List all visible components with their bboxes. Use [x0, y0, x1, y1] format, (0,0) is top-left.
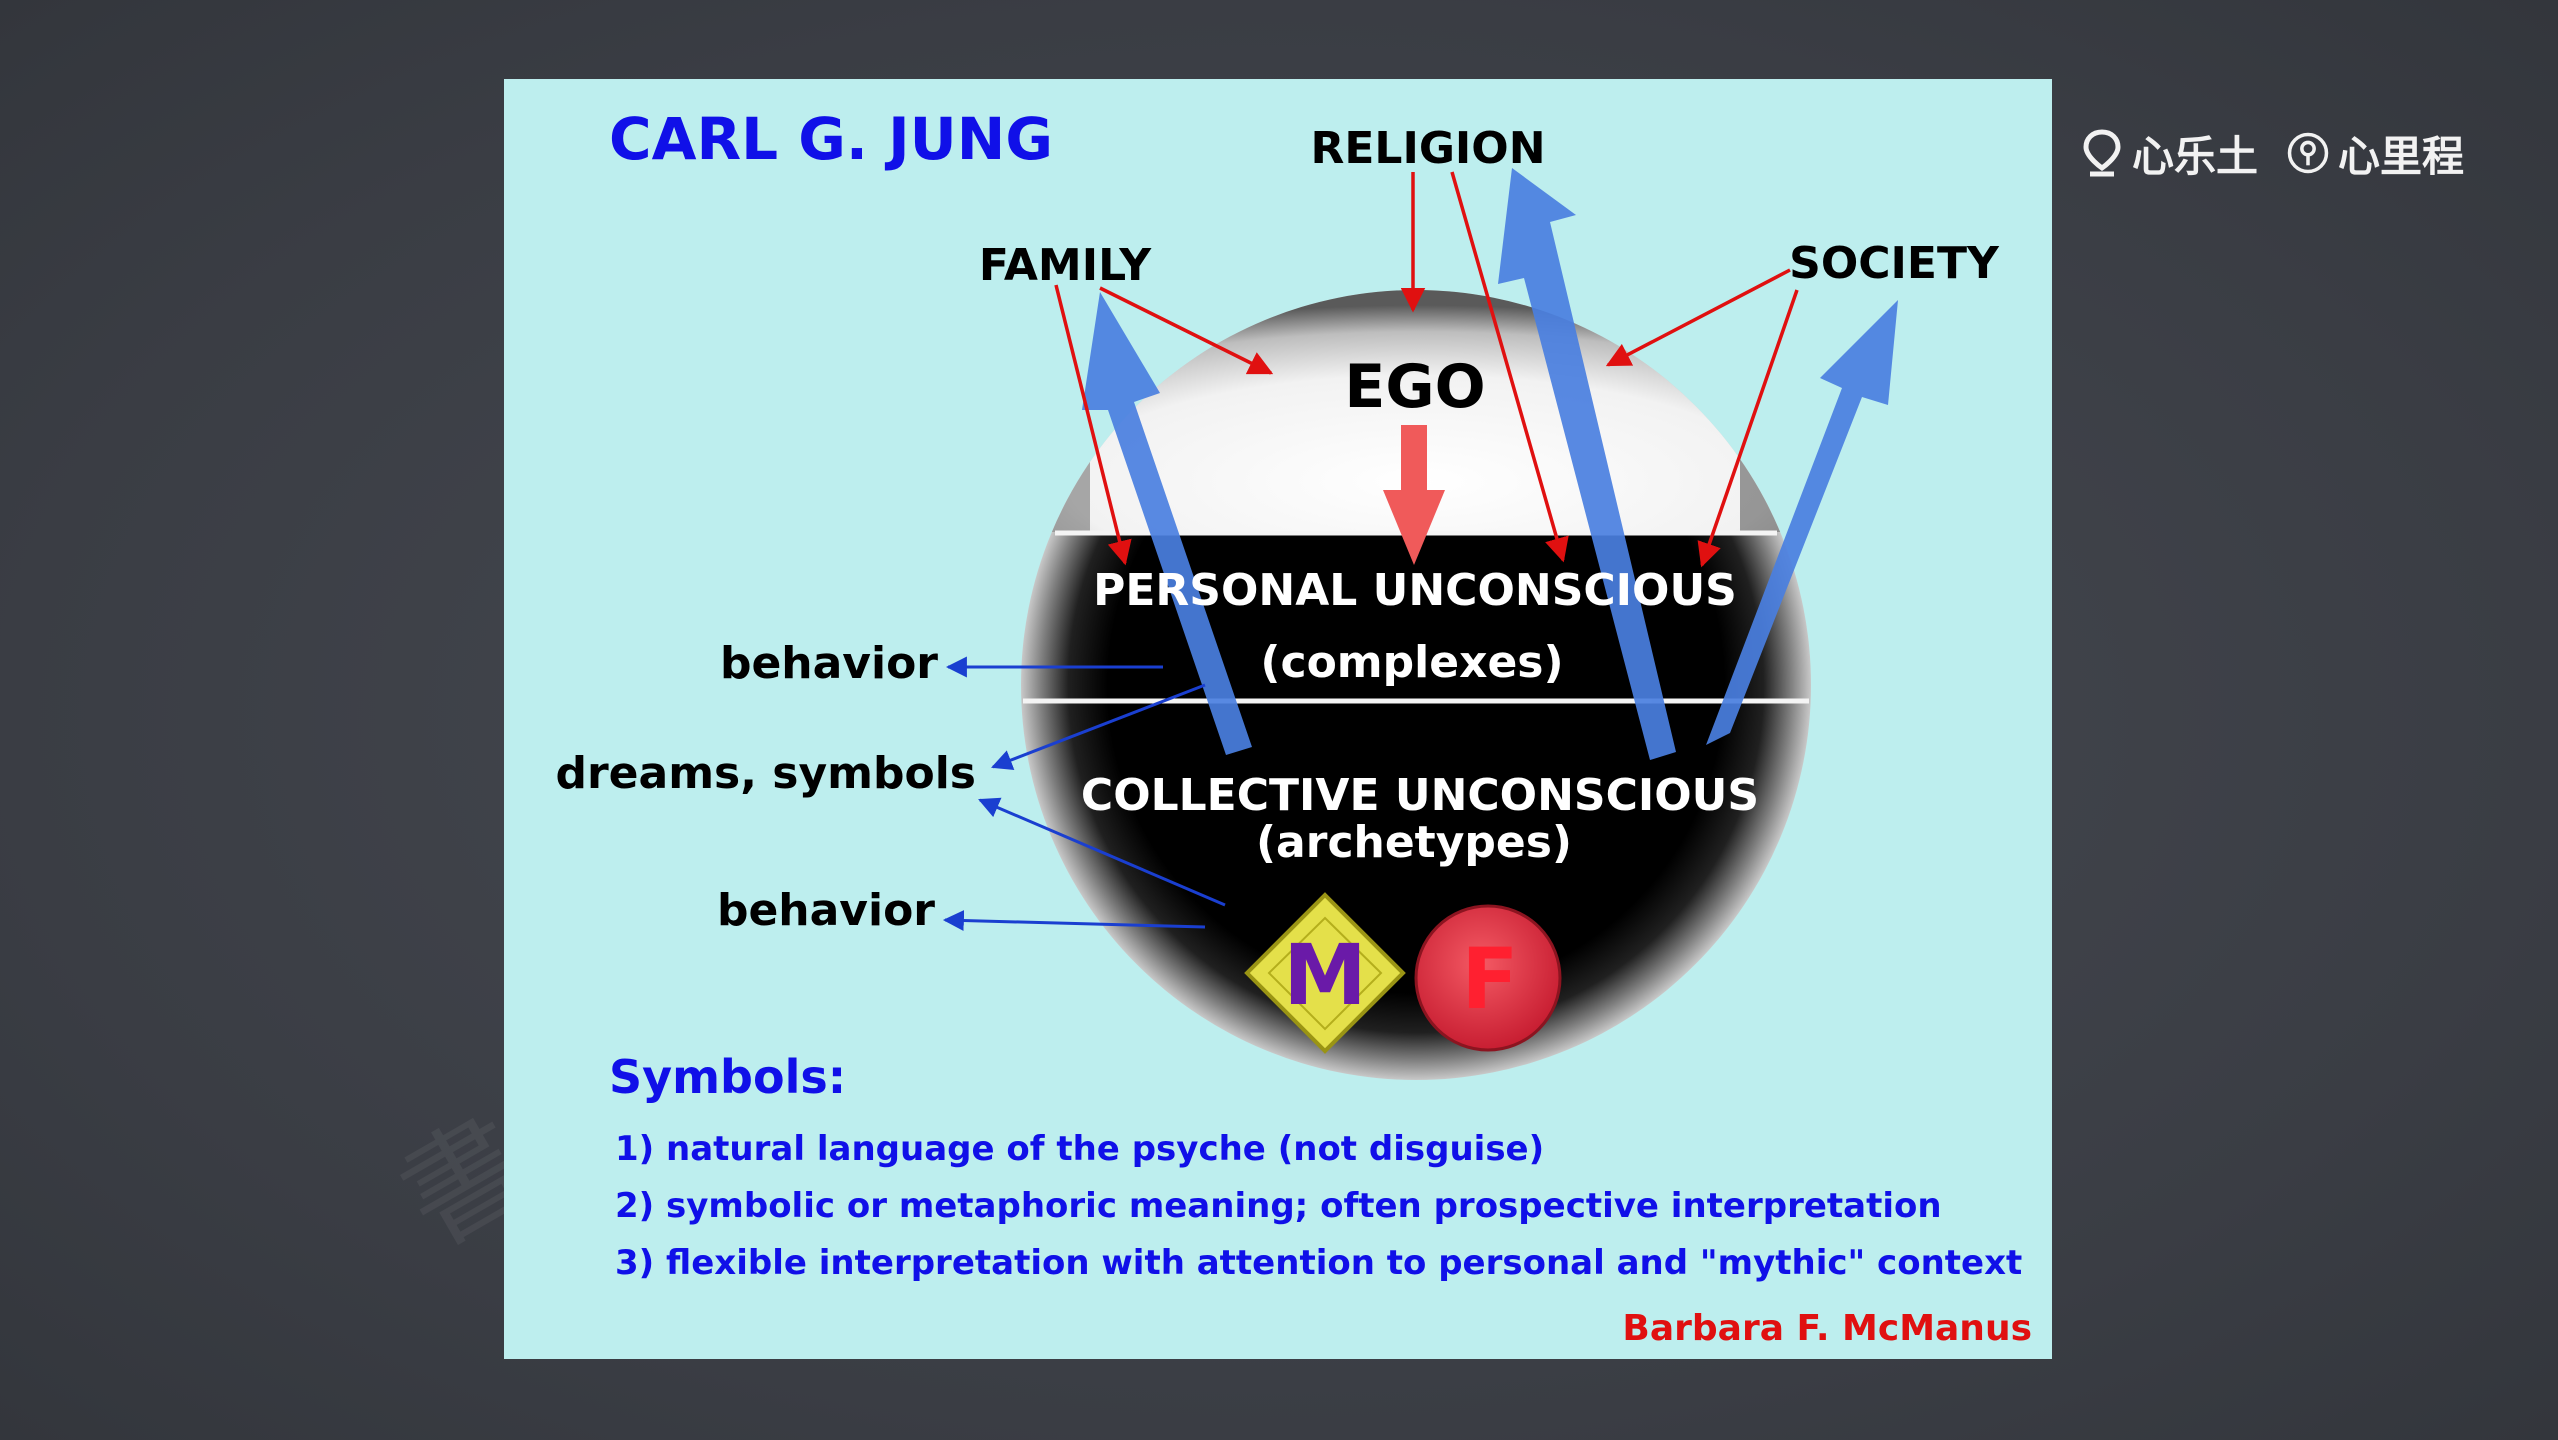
- label-complexes: (complexes): [1260, 637, 1563, 688]
- author-credit: Barbara F. McManus: [1622, 1308, 2032, 1349]
- label-behavior-top: behavior: [720, 638, 938, 689]
- label-ego: EGO: [1344, 352, 1485, 422]
- label-society: SOCIETY: [1789, 238, 2000, 289]
- brand-logo-one: 心乐土: [2080, 123, 2258, 184]
- symbols-heading: Symbols:: [609, 1050, 846, 1104]
- badge-m-letter: M: [1283, 926, 1367, 1024]
- influence-arrows: [1054, 171, 1799, 568]
- label-behavior-bottom: behavior: [717, 885, 935, 936]
- symbol-item-2: 2) symbolic or metaphoric meaning; often…: [615, 1186, 1942, 1226]
- symbol-item-1: 1) natural language of the psyche (not d…: [615, 1129, 1544, 1169]
- label-family: FAMILY: [979, 240, 1152, 291]
- label-religion: RELIGION: [1310, 123, 1545, 174]
- label-archetypes: (archetypes): [1256, 817, 1572, 868]
- brand-logo-two: 心里程: [2286, 123, 2464, 184]
- badge-m: [1244, 892, 1406, 1054]
- badge-f-letter: F: [1461, 930, 1518, 1028]
- keyhole-circle-icon: [2287, 132, 2329, 174]
- location-pin-icon: [2083, 129, 2121, 177]
- sphere-shadow-left: [1021, 290, 1090, 532]
- label-dreams-symbols: dreams, symbols: [555, 748, 976, 799]
- symbol-item-3: 3) flexible interpretation with attentio…: [615, 1243, 2022, 1283]
- diagram-title: CARL G. JUNG: [609, 105, 1053, 173]
- ego-down-arrow: [1383, 425, 1445, 565]
- label-personal-unconscious: PERSONAL UNCONSCIOUS: [1093, 565, 1737, 616]
- output-arrows: [942, 656, 1226, 932]
- brand-logo-one-text: 心乐土: [2132, 131, 2259, 181]
- blue-output-arrows: [1082, 168, 1898, 760]
- sphere-shadow-right: [1740, 290, 1811, 532]
- brand-logo-two-text: 心里程: [2338, 131, 2465, 181]
- brand-logos: 心乐土 心里程: [2080, 118, 2540, 188]
- label-collective-unconscious: COLLECTIVE UNCONSCIOUS: [1081, 770, 1759, 821]
- badge-f: [1414, 904, 1562, 1052]
